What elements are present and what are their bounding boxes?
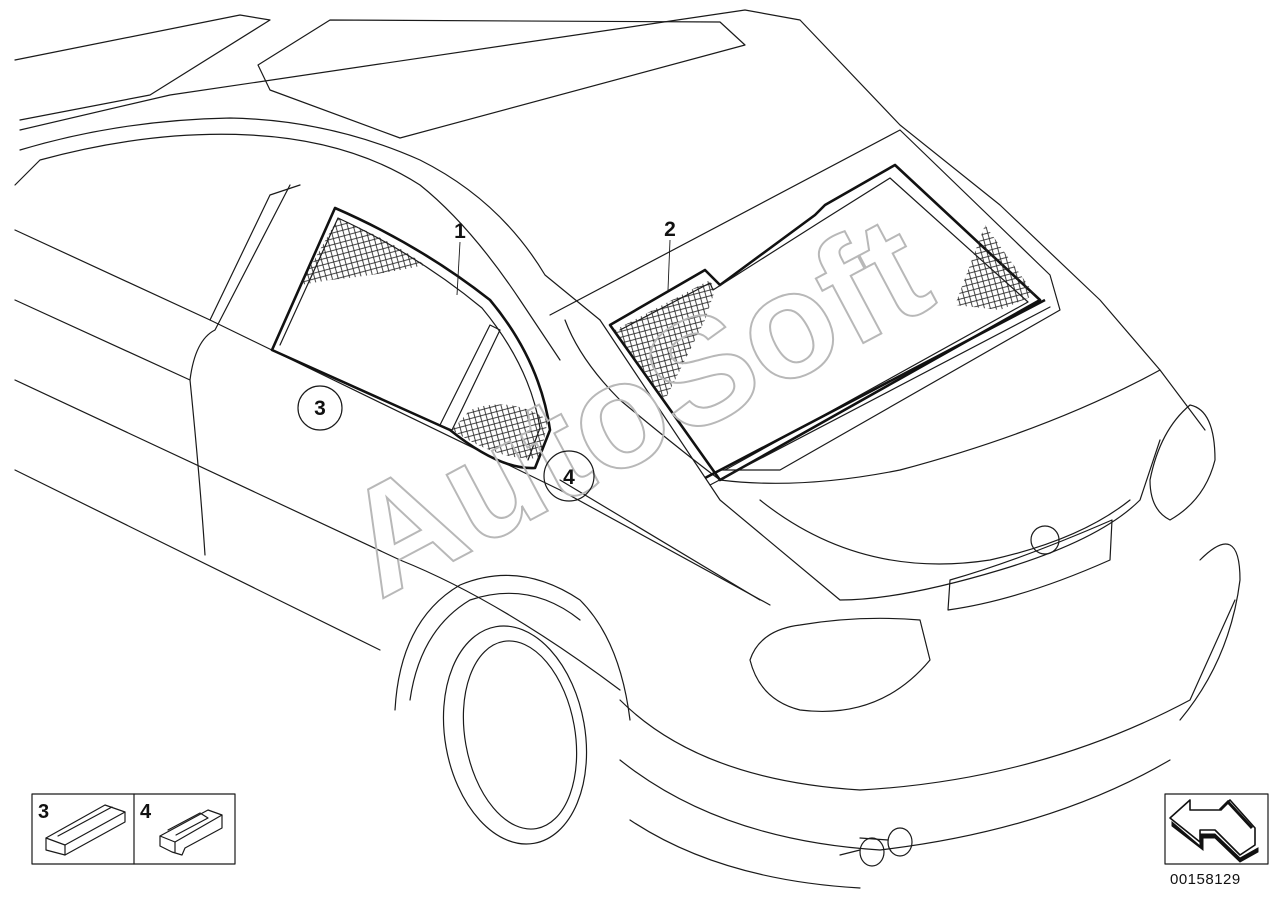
callout-leaders — [456, 239, 671, 296]
callout-part-3: 3 — [314, 397, 326, 420]
legend-label-3: 3 — [38, 801, 49, 823]
arrow-direction-icon — [1164, 793, 1269, 865]
diagram-code: 00158129 — [1170, 871, 1241, 888]
side-window-sunblind — [270, 206, 552, 470]
callout-circle-4: 4 — [543, 450, 595, 502]
callout-circle-3: 3 — [297, 385, 343, 431]
rear-window-sunblind — [608, 163, 1051, 486]
watermark: AutoSoft — [316, 183, 954, 629]
clip-part-3-icon — [45, 804, 126, 856]
callout-part-4: 4 — [563, 466, 575, 489]
clip-part-4-icon — [159, 809, 223, 856]
callout-part-1: 1 — [454, 220, 466, 243]
legend-label-4: 4 — [140, 801, 152, 823]
parts-legend: 3 4 — [31, 793, 236, 865]
car-body-outline — [14, 9, 1241, 889]
callout-part-2: 2 — [664, 218, 676, 241]
